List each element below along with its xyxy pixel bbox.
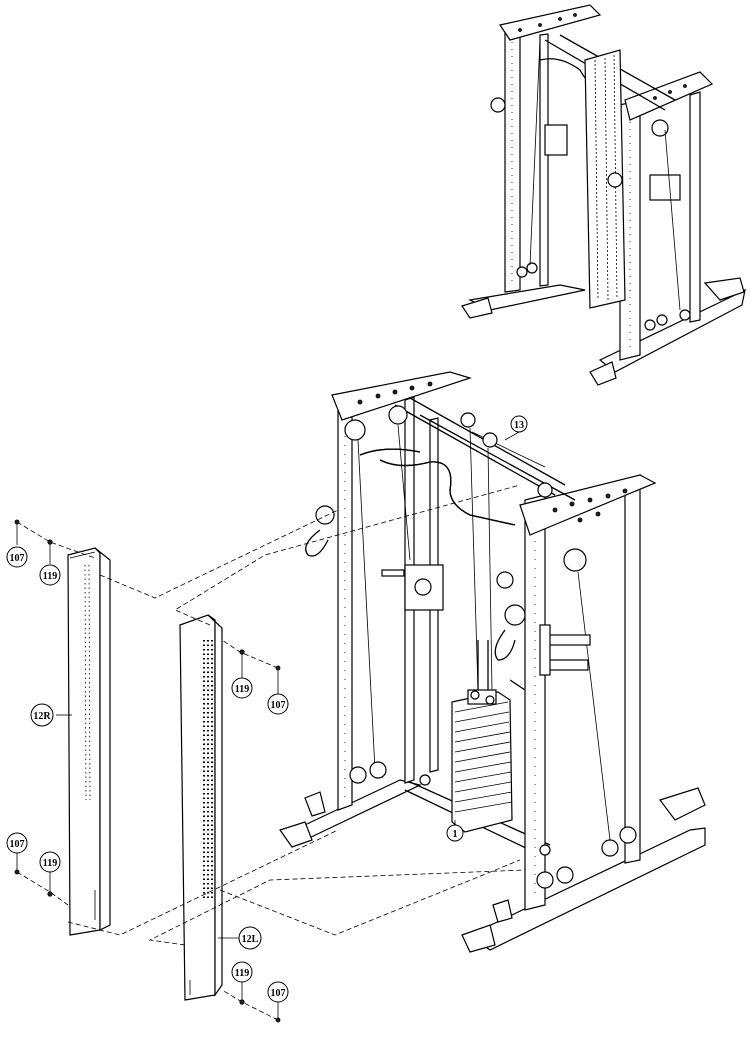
callout-119-top-left: 119	[39, 564, 61, 586]
fastener-points	[14, 519, 281, 1023]
callout-107-upper-center: 107	[267, 693, 289, 715]
callout-119-upper-center: 119	[231, 677, 253, 699]
assembled-machine-thumbnail	[461, 4, 746, 386]
callout-1: 1	[446, 824, 464, 842]
svg-text:119: 119	[43, 571, 57, 582]
callout-107-top-left: 107	[6, 546, 28, 568]
svg-text:107: 107	[271, 700, 286, 711]
weight-plates	[454, 701, 513, 813]
callout-12r: 12R	[30, 703, 54, 727]
callout-119-bottom: 119	[231, 961, 253, 983]
main-frame-assembly	[279, 371, 706, 953]
shroud-12l-part	[179, 614, 223, 1001]
svg-text:12L: 12L	[242, 934, 259, 945]
svg-text:107: 107	[271, 988, 286, 999]
callout-107-mid-left: 107	[6, 832, 28, 854]
svg-text:1: 1	[453, 829, 458, 840]
shroud-12r-part	[67, 547, 111, 936]
svg-text:107: 107	[10, 839, 25, 850]
svg-text:12R: 12R	[33, 711, 51, 722]
callout-12l: 12L	[238, 926, 262, 950]
svg-text:107: 107	[10, 553, 25, 564]
svg-text:13: 13	[514, 420, 524, 431]
svg-text:119: 119	[235, 968, 249, 979]
svg-text:119: 119	[43, 858, 57, 869]
shroud-12l-holes	[203, 640, 213, 900]
callout-13: 13	[510, 415, 528, 433]
callout-119-mid-left: 119	[39, 851, 61, 873]
callout-107-bottom: 107	[267, 981, 289, 1003]
svg-text:119: 119	[235, 684, 249, 695]
